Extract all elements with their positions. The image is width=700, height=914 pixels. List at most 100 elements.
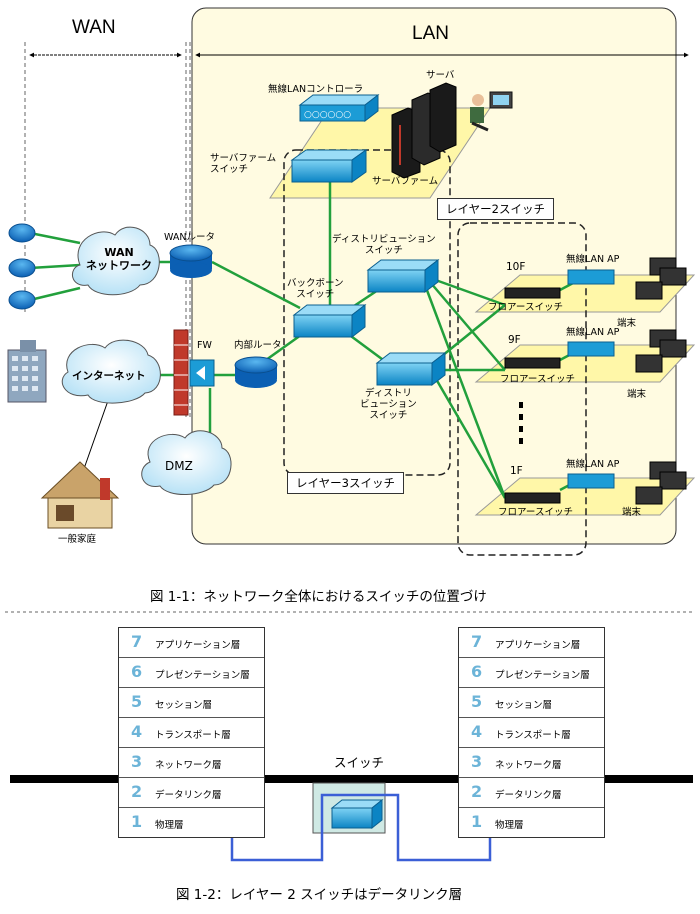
internet-home-line [79,394,111,481]
building-icon [7,340,47,403]
layer2-region [457,222,587,556]
osi-layer-number: 7 [131,632,143,651]
server-icon [391,82,457,179]
terminal-label-9f: 端末 [627,389,647,400]
osi-layer-number: 6 [471,662,483,681]
osi-layer-name: セッション層 [495,700,553,711]
wireless-controller-label: 無線LANコントローラ [268,84,364,95]
osi-layer-name: 物理層 [155,820,184,831]
osi-layer-number: 1 [471,812,483,831]
backbone-switch-label: バックボーン スイッチ [287,278,344,300]
osi-layer-name: セッション層 [155,700,213,711]
osi-layer-name: プレゼンテーション層 [155,670,250,681]
osi-layer-row: 7 アプリケーション層 [459,628,604,658]
ellipsis-dots [519,402,523,444]
wireless-ap-label-1f: 無線LAN AP [566,459,620,470]
wireless-ap-label-10f: 無線LAN AP [566,254,620,265]
backbone-switch-icon [292,303,367,339]
dmz-cloud-icon [141,430,232,495]
osi-layer-name: ネットワーク層 [495,760,562,771]
osi-layer-number: 1 [131,812,143,831]
lan-title: LAN [412,23,449,44]
wan-router-icon [169,244,213,278]
house-icon [40,461,120,529]
internet-label: インターネット [72,370,146,382]
firewall-icon [173,329,189,416]
osi-layer-row: 1 物理層 [119,808,264,837]
floor-1f-label: 1F [510,465,523,477]
layer3-switch-label: レイヤー3スイッチ [287,472,404,494]
floor-9f-label: 9F [508,334,521,346]
server-label: サーバ [426,70,455,81]
dmz-label: DMZ [165,459,193,473]
osi-layer-row: 3 ネットワーク層 [119,748,264,778]
network-bar [10,775,693,783]
osi-layer-name: トランスポート層 [155,730,231,741]
osi-stack-left: 7 アプリケーション層 6 プレゼンテーション層 5 セッション層 4 トランスポート層 3 ネッ… [118,627,265,838]
figure-2-caption: 図 1-2：レイヤー 2 スイッチはデータリンク層 [176,887,463,903]
osi-layer-name: アプリケーション層 [495,640,581,651]
osi-layer-number: 5 [131,692,143,711]
osi-layer-number: 5 [471,692,483,711]
osi-layer-number: 6 [131,662,143,681]
osi-layer-row: 5 セッション層 [119,688,264,718]
osi-layer-row: 1 物理層 [459,808,604,837]
floor-10f-label: 10F [506,261,526,273]
edge-router-icon [8,223,36,310]
osi-layer-number: 4 [131,722,143,741]
osi-layer-row: 5 セッション層 [459,688,604,718]
osi-layer-row: 4 トランスポート層 [119,718,264,748]
terminal-label-1f: 端末 [622,507,642,518]
fw-device-icon [189,359,215,387]
cable-path [230,793,492,862]
osi-layer-number: 3 [471,752,483,771]
layer2-switch-label: レイヤー2スイッチ [437,198,554,220]
distribution-switch-top-label: ディストリビューション スイッチ [332,234,436,256]
internal-router-label: 内部ルータ [234,340,282,351]
floor-switch-label-1f: フロアースイッチ [498,507,573,518]
osi-layer-number: 2 [131,782,143,801]
wan-network-label: WAN ネットワーク [86,246,152,272]
osi-layer-row: 2 データリンク層 [459,778,604,808]
svg-text:○○○○○○: ○○○○○○ [304,110,351,120]
home-label: 一般家庭 [58,534,97,545]
osi-layer-name: アプリケーション層 [155,640,241,651]
distribution-switch-top-icon [366,258,440,294]
osi-layer-row: 7 アプリケーション層 [119,628,264,658]
wan-router-label: WANルータ [164,232,215,243]
figure-1-caption: 図 1-1：ネットワーク全体におけるスイッチの位置づけ [150,589,487,605]
server-farm-switch-icon [290,149,368,183]
wireless-ap-icon [567,269,615,489]
switch-label: スイッチ [334,755,385,770]
internet-cloud-icon [61,339,161,404]
osi-layer-row: 3 ネットワーク層 [459,748,604,778]
terminal-icon [635,257,687,505]
internal-router-icon [234,356,278,388]
wan-title: WAN [72,17,116,38]
osi-layer-number: 3 [131,752,143,771]
distribution-switch-bottom-icon [375,351,447,387]
osi-layer-name: 物理層 [495,820,524,831]
osi-layer-name: データリンク層 [495,790,562,801]
floor-switch-label-10f: フロアースイッチ [488,302,563,313]
server-farm-label: サーバファーム [372,176,439,187]
server-farm-switch-label: サーバファーム スイッチ [210,153,277,175]
admin-person-icon [470,91,513,132]
osi-layer-number: 7 [471,632,483,651]
wan-cloud-icon [72,226,160,296]
wireless-ap-label-9f: 無線LAN AP [566,327,620,338]
wireless-controller-icon: ○○○○○○ [298,93,380,123]
osi-layer-number: 2 [471,782,483,801]
osi-layer-row: 6 プレゼンテーション層 [459,658,604,688]
osi-layer-name: データリンク層 [155,790,222,801]
fw-label: FW [197,340,212,351]
osi-layer-name: プレゼンテーション層 [495,670,590,681]
floor-switch-icon [504,287,561,504]
osi-layer-row: 6 プレゼンテーション層 [119,658,264,688]
terminal-label-10f: 端末 [617,318,637,329]
osi-layer-name: ネットワーク層 [155,760,222,771]
osi-switch-icon [330,798,384,830]
